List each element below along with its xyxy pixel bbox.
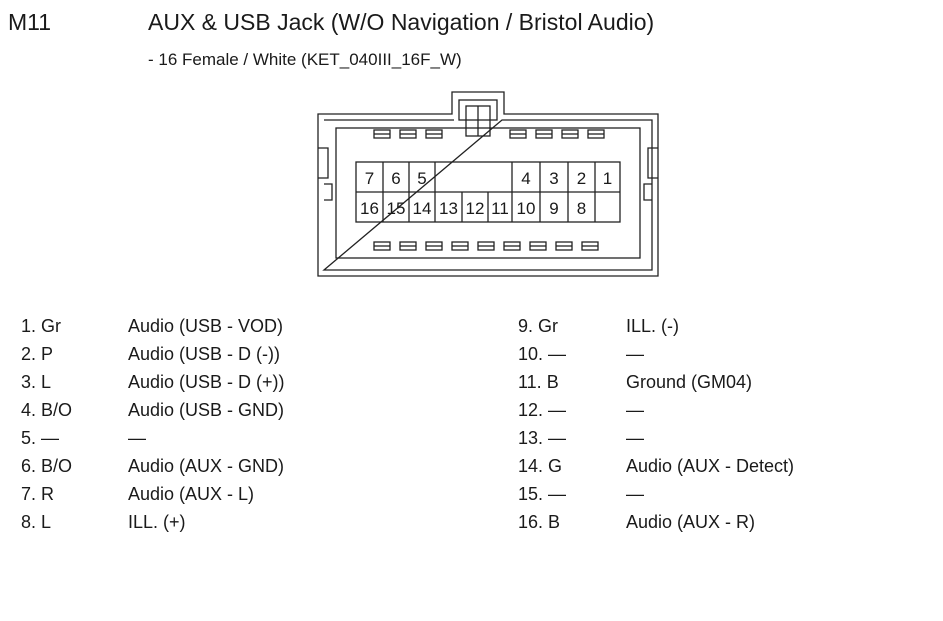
right-side-latch [647,147,658,179]
connector-inner-body [335,127,641,259]
cavity-label: 5 [417,169,426,188]
cavity-label: 11 [491,199,509,218]
pin-function: — [626,400,644,420]
cavity-label: 2 [577,169,586,188]
pin-code: 1. Gr [21,316,62,336]
connector-id: M11 [8,9,52,35]
pin-code: 14. G [518,456,563,476]
pin-code: 4. B/O [21,400,73,420]
cavity-grid [355,161,621,223]
pin-code: 13. — [518,428,567,448]
connector-face-diagram: 7 6 5 4 3 2 1 16 15 14 13 12 11 10 9 8 [317,91,659,277]
connector-outer-housing [317,91,659,277]
cavity-label: 3 [549,169,558,188]
pin-code: 7. R [21,484,55,504]
pin-code: 6. B/O [21,456,73,476]
pin-function: Audio (AUX - L) [128,484,255,504]
pin-code: 9. Gr [518,316,559,336]
pin-function: — [128,428,146,448]
pin-function: ILL. (-) [626,316,680,336]
pin-function: — [626,344,644,364]
pin-function: Audio (USB - D (+)) [128,372,285,392]
pin-code: 15. — [518,484,567,504]
pin-code: 11. B [518,372,559,392]
cavity-label: 1 [603,169,612,188]
pin-function: ILL. (+) [128,512,186,532]
pin-function: Audio (USB - D (-)) [128,344,281,364]
pin-function: — [626,428,644,448]
pin-code: 8. L [21,512,52,532]
cavity-label: 10 [517,199,536,218]
pin-code: 10. — [518,344,567,364]
left-side-latch [318,147,329,179]
pin-function: Audio (USB - GND) [128,400,285,420]
cavity-label: 13 [439,199,458,218]
cavity-label: 7 [365,169,374,188]
pin-code: 5. — [21,428,60,448]
cavity-label: 9 [549,199,558,218]
connector-subtitle: - 16 Female / White (KET_040III_16F_W) [148,50,462,69]
bottom-terminal-windows [373,241,599,251]
pin-code: 12. — [518,400,567,420]
connector-title: AUX & USB Jack (W/O Navigation / Bristol… [148,9,655,35]
pin-code: 3. L [21,372,52,392]
pin-function: Audio (AUX - Detect) [626,456,795,476]
cavity-label: 6 [391,169,400,188]
cavity-label: 8 [577,199,586,218]
cavity-label: 15 [387,199,406,218]
pin-code: 16. B [518,512,561,532]
pin-function: Audio (USB - VOD) [128,316,284,336]
pin-code: 2. P [21,344,54,364]
cavity-label: 14 [413,199,432,218]
pin-function: Audio (AUX - R) [626,512,756,532]
top-terminal-windows [373,129,605,139]
pin-function: — [626,484,644,504]
cavity-label: 12 [466,199,485,218]
pin-function: Audio (AUX - GND) [128,456,285,476]
cavity-label: 16 [360,199,379,218]
cavity-label: 4 [521,169,530,188]
pin-function: Ground (GM04) [626,372,753,392]
